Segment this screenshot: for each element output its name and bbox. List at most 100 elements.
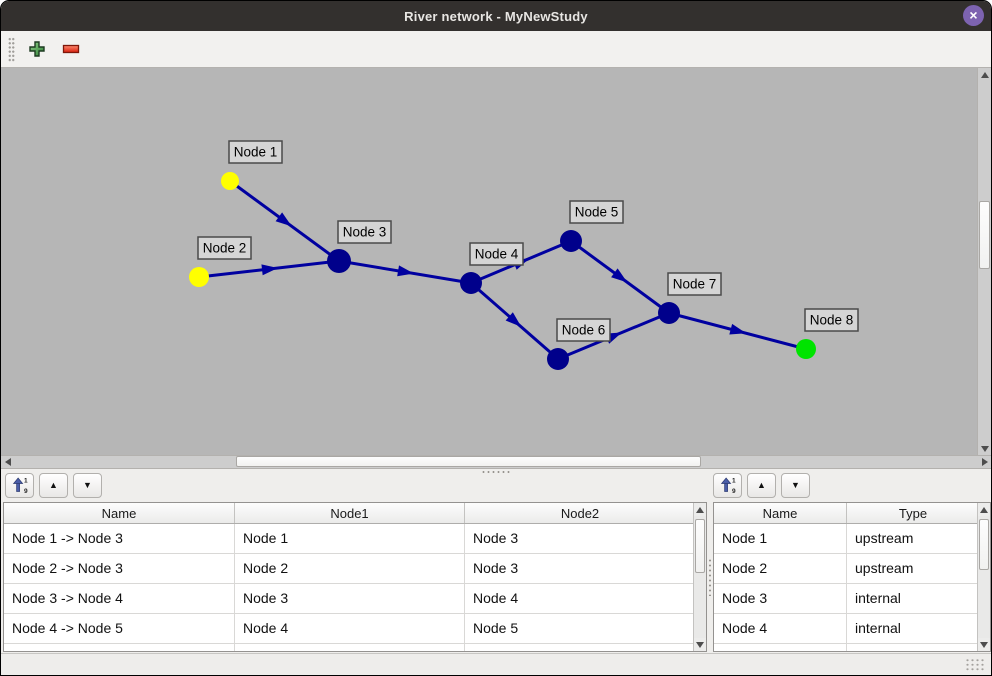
node-label-box[interactable] xyxy=(337,220,392,244)
graph-node-node-6[interactable] xyxy=(547,348,569,370)
close-button[interactable]: × xyxy=(963,5,984,26)
window-title: River network - MyNewStudy xyxy=(404,8,588,24)
triangle-down-icon: ▼ xyxy=(83,480,92,490)
add-node-button[interactable] xyxy=(25,37,49,61)
node-label-box[interactable] xyxy=(556,318,611,342)
table-cell: internal xyxy=(855,620,901,636)
table-splitter[interactable] xyxy=(707,502,713,652)
node-sort-button[interactable]: 1 9 xyxy=(713,473,742,498)
scroll-up-button[interactable] xyxy=(978,68,991,81)
scroll-left-button[interactable] xyxy=(1,456,14,468)
reach-move-down-button[interactable]: ▼ xyxy=(73,473,102,498)
graph-node-node-2[interactable] xyxy=(189,267,209,287)
edge-arrow-icon xyxy=(611,268,628,283)
node-move-up-button[interactable]: ▲ xyxy=(747,473,776,498)
canvas-vertical-scrollbar[interactable] xyxy=(977,68,991,455)
svg-text:1: 1 xyxy=(24,478,28,485)
node-label: Node 6 xyxy=(562,323,606,338)
vertical-scroll-thumb[interactable] xyxy=(979,201,990,269)
reach-move-up-button[interactable]: ▲ xyxy=(39,473,68,498)
edge-arrow-icon xyxy=(505,312,522,327)
sort-ascending-icon: 1 9 xyxy=(12,477,28,494)
node-label: Node 4 xyxy=(475,247,519,262)
arrow-up-icon xyxy=(696,506,704,513)
scroll-up-button[interactable] xyxy=(978,503,990,516)
column-header-name[interactable]: Name xyxy=(4,503,235,523)
table-scroll-thumb[interactable] xyxy=(979,519,989,570)
scroll-right-button[interactable] xyxy=(978,456,991,468)
column-header-type[interactable]: Type xyxy=(898,505,928,521)
canvas-table-splitter[interactable] xyxy=(1,469,991,474)
remove-node-button[interactable] xyxy=(59,37,83,61)
node-label-box[interactable] xyxy=(228,140,283,164)
canvas-horizontal-scrollbar[interactable] xyxy=(1,455,991,469)
column-header-node1[interactable]: Node1 xyxy=(235,503,465,523)
scroll-down-button[interactable] xyxy=(694,638,706,651)
title-bar[interactable]: River network - MyNewStudy × xyxy=(1,1,991,31)
table-row[interactable]: Node 4 internal xyxy=(714,614,990,644)
edge-arrow-icon xyxy=(729,323,747,335)
node-label: Node 1 xyxy=(234,145,278,160)
table-cell: Node 2 -> Node 3 xyxy=(4,554,235,583)
status-bar xyxy=(1,653,991,675)
table-scroll-thumb[interactable] xyxy=(695,519,705,573)
graph-node-node-7[interactable] xyxy=(658,302,680,324)
plus-icon xyxy=(29,41,45,57)
scroll-down-button[interactable] xyxy=(978,638,990,651)
node-table-scrollbar[interactable] xyxy=(977,503,990,651)
table-cell: Node 4 xyxy=(714,614,847,643)
graph-node-node-8[interactable] xyxy=(796,339,816,359)
table-cell: Node 4 -> Node 5 xyxy=(4,614,235,643)
graph-node-node-3[interactable] xyxy=(327,249,351,273)
edge-arrow-icon xyxy=(397,265,414,277)
table-cell: internal xyxy=(855,590,901,606)
node-label-box[interactable] xyxy=(469,242,524,266)
node-label-box[interactable] xyxy=(569,200,624,224)
graph-node-node-4[interactable] xyxy=(460,272,482,294)
arrow-up-icon xyxy=(980,506,988,513)
table-cell: Node 4 xyxy=(473,590,519,606)
table-row[interactable] xyxy=(714,644,990,651)
toolbar-drag-handle-icon[interactable] xyxy=(8,36,15,62)
table-row[interactable] xyxy=(4,644,706,651)
reach-table-scrollbar[interactable] xyxy=(693,503,706,651)
scroll-down-button[interactable] xyxy=(978,442,991,455)
node-label-box[interactable] xyxy=(667,272,722,296)
graph-node-node-5[interactable] xyxy=(560,230,582,252)
column-header-node2[interactable]: Node2 xyxy=(560,505,600,521)
arrow-left-icon xyxy=(4,458,11,466)
node-label-box[interactable] xyxy=(804,308,859,332)
reach-sort-button[interactable]: 1 9 xyxy=(5,473,34,498)
arrow-down-icon xyxy=(980,445,989,452)
edge-arrow-icon xyxy=(261,264,278,276)
table-cell: Node 4 xyxy=(235,614,465,643)
horizontal-scroll-thumb[interactable] xyxy=(236,456,701,467)
node-label-box[interactable] xyxy=(197,236,252,260)
triangle-down-icon: ▼ xyxy=(791,480,800,490)
node-table-header: Name Type xyxy=(714,503,990,524)
table-cell: Node 3 -> Node 4 xyxy=(4,584,235,613)
triangle-up-icon: ▲ xyxy=(757,480,766,490)
main-toolbar xyxy=(1,31,991,68)
node-move-down-button[interactable]: ▼ xyxy=(781,473,810,498)
scroll-up-button[interactable] xyxy=(694,503,706,516)
triangle-up-icon: ▲ xyxy=(49,480,58,490)
sort-ascending-icon: 1 9 xyxy=(720,477,736,494)
svg-text:9: 9 xyxy=(24,488,28,494)
column-header-name[interactable]: Name xyxy=(714,503,847,523)
graph-node-node-1[interactable] xyxy=(221,172,239,190)
resize-grip[interactable] xyxy=(965,658,985,671)
close-icon: × xyxy=(969,6,978,23)
